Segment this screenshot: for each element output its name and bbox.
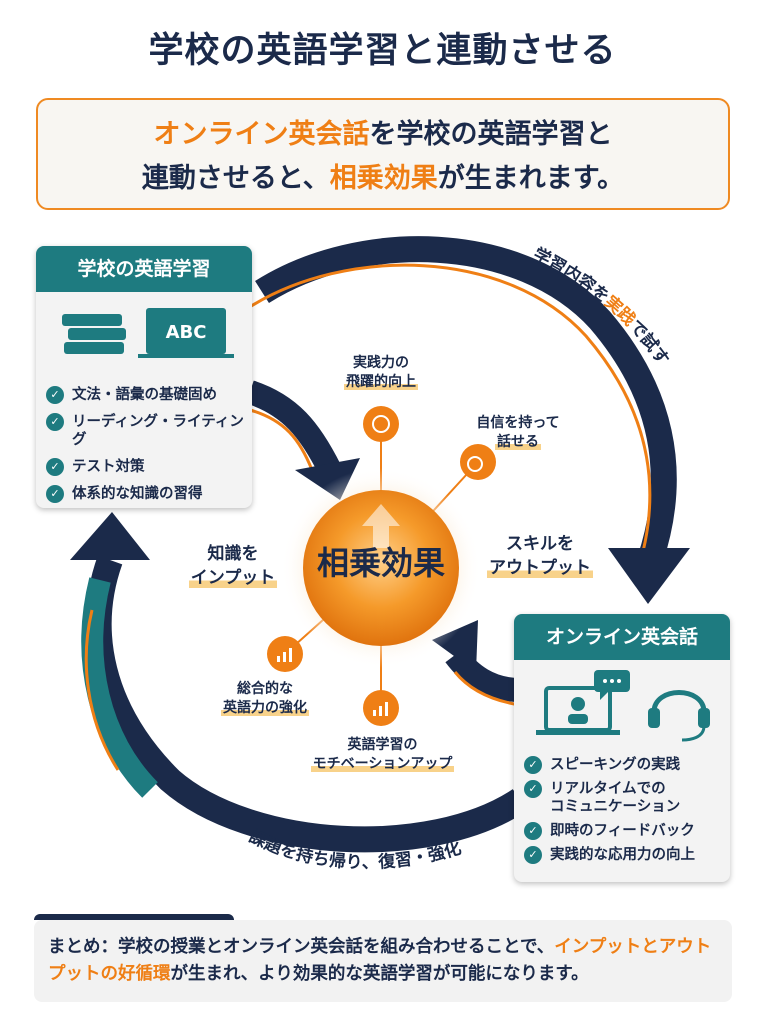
school-list: ✓ 文法・語彙の基礎固め ✓ リーディング・ライティング ✓ テスト対策 ✓ 体系的な知… <box>46 386 251 503</box>
lead-box: オンライン英会話を学校の英語学習と 連動させると、相乗効果が生まれます。 <box>36 98 730 210</box>
input-label-line2: インプット <box>188 568 278 588</box>
lead-line-2-start: 連動させると、 <box>141 163 330 194</box>
cycle-arc-teal <box>81 577 158 798</box>
summary-prefix: まとめ：学校の授業とオンライン英会話を組み合わせることで、 <box>48 937 555 957</box>
output-label-line1: スキルを <box>506 534 574 554</box>
output-label-line2: アウトプット <box>487 558 593 578</box>
list-item: ✓ テスト対策 <box>46 458 251 476</box>
laptop-icon <box>536 686 620 735</box>
up-arrow-icon <box>362 504 400 548</box>
benefit-top-line2: 飛躍的向上 <box>344 374 418 390</box>
lead-line-1-rest: を学校の英語学習と <box>369 119 613 150</box>
benefit-bottom-left: 総合的な 英語力の強化 <box>200 680 330 718</box>
check-icon: ✓ <box>46 458 64 476</box>
summary-text: まとめ：学校の授業とオンライン英会話を組み合わせることで、インプットとアウトプッ… <box>48 934 724 988</box>
list-item-text: リアルタイムでの コミュニケーション <box>550 781 681 815</box>
motivation-chart-icon <box>363 690 399 726</box>
output-arrow <box>445 647 521 702</box>
benefit-top-right-line2: 話せる <box>495 434 541 450</box>
list-item: ✓ 即時のフィードバック <box>524 822 729 840</box>
check-icon: ✓ <box>46 413 64 431</box>
list-item-text: 実践的な応用力の向上 <box>550 847 695 863</box>
lead-highlight-online: オンライン英会話 <box>153 119 370 150</box>
arrowhead-down-right <box>608 548 690 604</box>
school-card-heading: 学校の英語学習 <box>36 246 252 292</box>
input-arrow <box>245 380 341 476</box>
cycle-arc-top-right <box>255 236 677 565</box>
headset-icon <box>648 690 710 742</box>
summary-tab <box>34 914 234 920</box>
input-label-line1: 知識を <box>207 544 259 564</box>
check-icon: ✓ <box>524 780 542 798</box>
list-item-text: スピーキングの実践 <box>550 757 681 773</box>
list-item-text: 文法・語彙の基礎固め <box>72 387 217 403</box>
list-item-text: テスト対策 <box>72 459 145 475</box>
benefit-top: 実践力の 飛躍的向上 <box>321 354 441 392</box>
list-item: ✓ スピーキングの実践 <box>524 756 729 774</box>
list-item: ✓ 実践的な応用力の向上 <box>524 846 729 864</box>
growth-chart-icon <box>267 636 303 672</box>
input-label: 知識を インプット <box>178 542 288 590</box>
list-item-text: 体系的な知識の習得 <box>72 486 203 502</box>
synergy-label: 相乗効果 <box>316 544 445 582</box>
summary-highlight: インプットとアウトプットの好循環 <box>48 937 712 984</box>
chat-bubble-icon <box>594 670 630 700</box>
list-item: ✓ リアルタイムでの コミュニケーション <box>524 780 729 816</box>
list-item: ✓ 文法・語彙の基礎固め <box>46 386 251 404</box>
benefit-bottom-line2: モチベーションアップ <box>310 756 455 772</box>
lead-line-1: オンライン英会話を学校の英語学習と <box>48 113 718 157</box>
school-icons: ABC <box>62 308 234 358</box>
blackboard-icon: ABC <box>138 308 234 358</box>
page-title: 学校の英語学習と連動させる <box>148 31 617 71</box>
list-item-text: リーディング・ライティング <box>72 414 244 448</box>
benefit-top-right-line1: 自信を持って <box>476 415 560 431</box>
check-icon: ✓ <box>524 756 542 774</box>
online-card-heading: オンライン英会話 <box>514 614 730 660</box>
lead-line-2: 連動させると、相乗効果が生まれます。 <box>48 157 718 201</box>
benefit-bottom-left-line1: 総合的な <box>237 681 293 697</box>
brain-icon <box>363 406 399 442</box>
benefit-top-right: 自信を持って 話せる <box>458 414 578 452</box>
benefit-bottom-line1: 英語学習の <box>347 737 418 753</box>
list-item-text: 即時のフィードバック <box>550 823 695 839</box>
online-card: オンライン英会話 ✓ スピーキングの実践 ✓ リアルタイムでの コミュニケーション … <box>514 614 730 882</box>
books-icon <box>62 314 126 354</box>
online-list: ✓ スピーキングの実践 ✓ リアルタイムでの コミュニケーション ✓ 即時のフィードバ… <box>524 756 729 864</box>
synergy-circle <box>303 490 459 646</box>
online-icons <box>536 670 710 742</box>
list-item: ✓ リーディング・ライティング <box>46 413 251 449</box>
school-card: 学校の英語学習 ABC ✓ 文法・語彙の基礎固め ✓ リーディング・ライティング ✓… <box>36 246 252 508</box>
arrowhead-up-left <box>70 512 150 560</box>
chat-globe-icon <box>460 444 496 480</box>
benefit-bottom-left-line2: 英語力の強化 <box>221 700 309 716</box>
summary-box: まとめ：学校の授業とオンライン英会話を組み合わせることで、インプットとアウトプッ… <box>34 914 732 1002</box>
list-item: ✓ 体系的な知識の習得 <box>46 485 251 503</box>
lead-line-2-end: が生まれます。 <box>437 163 625 194</box>
lead-highlight-synergy: 相乗効果 <box>329 163 438 194</box>
output-label: スキルを アウトプット <box>480 532 600 580</box>
benefit-bottom: 英語学習の モチベーションアップ <box>300 736 465 774</box>
blackboard-text: ABC <box>166 322 207 343</box>
benefit-top-line1: 実践力の <box>353 355 409 371</box>
summary-suffix: が生まれ、より効果的な英語学習が可能になります。 <box>170 964 589 984</box>
check-icon: ✓ <box>524 822 542 840</box>
check-icon: ✓ <box>46 386 64 404</box>
check-icon: ✓ <box>46 485 64 503</box>
check-icon: ✓ <box>524 846 542 864</box>
